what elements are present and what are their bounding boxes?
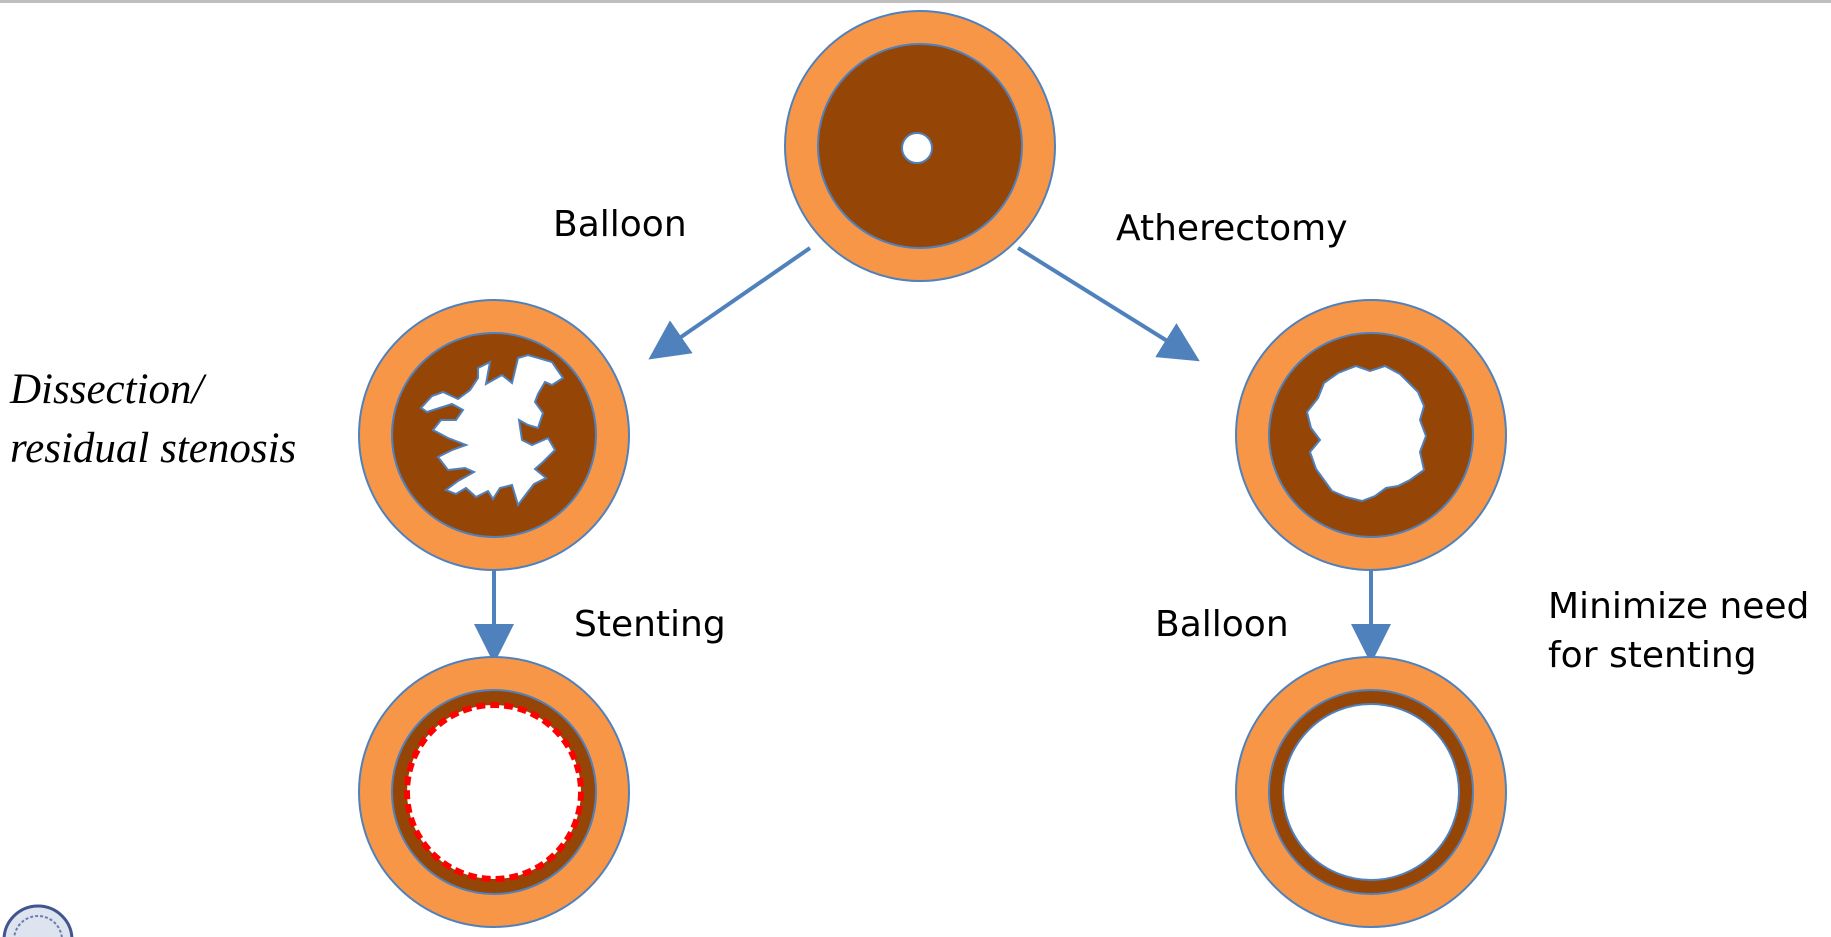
irregular-lumen xyxy=(1307,366,1426,501)
seal-logo-icon xyxy=(4,906,72,937)
stenosed-vessel xyxy=(785,11,1055,281)
pinhole-lumen xyxy=(902,133,932,163)
open-lumen xyxy=(1283,704,1459,880)
stenting-label: Stenting xyxy=(574,603,726,646)
atherectomy-result-vessel xyxy=(1236,300,1506,570)
stented-vessel xyxy=(359,657,629,927)
minimize-label-line1: Minimize need xyxy=(1548,585,1809,628)
atherectomy-label: Atherectomy xyxy=(1116,207,1348,250)
balloon-result-vessel xyxy=(359,300,629,570)
balloon-arrow-left xyxy=(655,248,810,355)
final-balloon-vessel xyxy=(1236,657,1506,927)
minimize-label-line2: for stenting xyxy=(1548,634,1757,677)
dissection-label-line1: Dissection/ xyxy=(10,364,203,416)
balloon-label-right: Balloon xyxy=(1155,603,1289,646)
atherectomy-arrow xyxy=(1018,248,1193,357)
balloon-label-left: Balloon xyxy=(553,203,687,246)
dissection-label-line2: residual stenosis xyxy=(10,423,296,475)
